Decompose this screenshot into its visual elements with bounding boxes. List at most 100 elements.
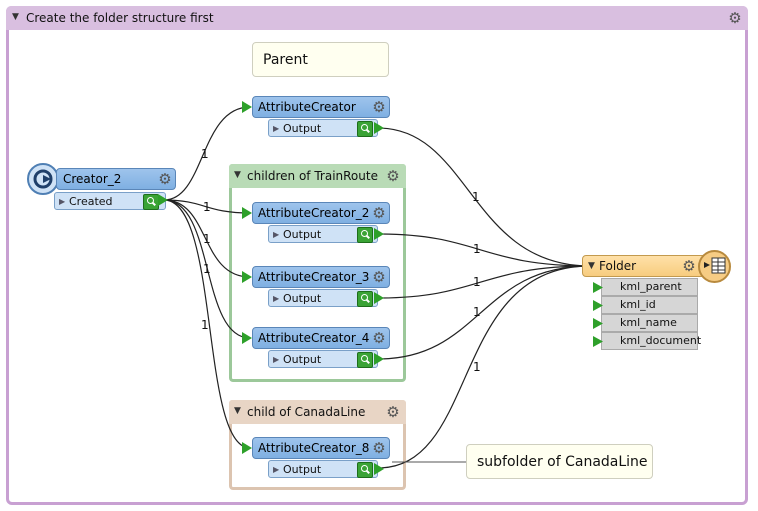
port-label: Output — [283, 353, 322, 366]
connection-count: 1 — [473, 305, 481, 319]
output-arrow-icon[interactable] — [374, 353, 384, 365]
gear-icon[interactable]: ⚙ — [372, 98, 386, 116]
port-triangle-icon: ▶ — [59, 197, 66, 206]
port-label: Output — [283, 228, 322, 241]
bookmark-train-route-title: children of TrainRoute — [247, 169, 378, 183]
connection-count: 1 — [203, 200, 211, 214]
transformer-attributecreator[interactable]: AttributeCreator ⚙ — [252, 96, 390, 118]
magnifier-icon[interactable] — [357, 291, 373, 307]
transformer-attributecreator-3[interactable]: AttributeCreator_3 ⚙ — [252, 266, 390, 288]
connection-line — [163, 199, 251, 449]
output-port[interactable]: ▶ Output — [268, 225, 378, 243]
connection-count: 1 — [203, 232, 211, 246]
transformer-attributecreator-8[interactable]: AttributeCreator_8 ⚙ — [252, 437, 390, 459]
collapse-triangle-icon[interactable]: ▼ — [588, 261, 595, 271]
magnifier-icon[interactable] — [357, 352, 373, 368]
table-writer-icon[interactable] — [698, 250, 731, 283]
magnifier-icon[interactable] — [357, 227, 373, 243]
transformer-attributecreator-2[interactable]: AttributeCreator_2 ⚙ — [252, 202, 390, 224]
transformer-name: AttributeCreator_3 — [258, 270, 370, 284]
bookmark-main-header[interactable]: ▼ Create the folder structure first ⚙ — [6, 6, 748, 30]
writer-attribute[interactable]: kml_parent — [593, 278, 698, 296]
connection-count: 1 — [472, 190, 480, 204]
collapse-triangle-icon[interactable]: ▼ — [234, 170, 241, 180]
writer-name: Folder — [599, 259, 637, 273]
connection-line — [377, 265, 591, 469]
port-label: Output — [283, 292, 322, 305]
output-arrow-icon[interactable] — [374, 122, 384, 134]
port-triangle-icon: ▶ — [273, 124, 280, 133]
port-triangle-icon: ▶ — [273, 355, 280, 364]
connection-count: 1 — [473, 242, 481, 256]
output-arrow-icon[interactable] — [158, 194, 168, 206]
writer-attribute[interactable]: kml_name — [593, 314, 698, 332]
gear-icon[interactable]: ⚙ — [728, 9, 742, 27]
connection-count: 1 — [201, 318, 209, 332]
magnifier-icon[interactable] — [357, 121, 373, 137]
writer-attribute[interactable]: kml_id — [593, 296, 698, 314]
input-arrow-icon[interactable] — [242, 332, 252, 344]
gear-icon[interactable]: ⚙ — [372, 329, 386, 347]
output-port[interactable]: ▶ Output — [268, 289, 378, 307]
input-arrow-icon[interactable] — [242, 271, 252, 283]
bookmark-canada-line-title: child of CanadaLine — [247, 405, 366, 419]
gear-icon[interactable]: ⚙ — [386, 167, 400, 185]
port-label: Output — [283, 122, 322, 135]
bookmark-main-title: Create the folder structure first — [26, 11, 214, 25]
attribute-label: kml_document — [620, 334, 702, 347]
transformer-creator[interactable]: Creator_2 ⚙ — [56, 168, 176, 190]
attribute-label: kml_parent — [620, 280, 682, 293]
output-port[interactable]: ▶ Output — [268, 350, 378, 368]
annotation-parent[interactable]: Parent — [252, 42, 389, 77]
connection-line — [377, 265, 591, 299]
connection-line — [163, 199, 251, 214]
transformer-name: AttributeCreator_4 — [258, 331, 370, 345]
gear-icon[interactable]: ⚙ — [372, 439, 386, 457]
input-arrow-icon — [593, 336, 603, 347]
bookmark-train-route-header[interactable]: ▼ children of TrainRoute ⚙ — [229, 164, 406, 188]
annotation-text: Parent — [263, 52, 308, 68]
connection-line — [377, 233, 591, 267]
output-arrow-icon[interactable] — [374, 463, 384, 475]
connection-count: 1 — [473, 360, 481, 374]
output-arrow-icon[interactable] — [374, 228, 384, 240]
bookmark-canada-line-header[interactable]: ▼ child of CanadaLine ⚙ — [229, 400, 406, 424]
input-arrow-icon — [593, 318, 603, 329]
connection-line — [377, 265, 591, 360]
annotation-subfolder[interactable]: subfolder of CanadaLine — [466, 444, 653, 479]
connection-count: 1 — [473, 275, 481, 289]
gear-icon[interactable]: ⚙ — [682, 257, 696, 275]
collapse-triangle-icon[interactable]: ▼ — [234, 406, 241, 416]
gear-icon[interactable]: ⚙ — [158, 170, 172, 188]
transformer-name: AttributeCreator — [258, 100, 356, 114]
port-label: Created — [69, 195, 113, 208]
gear-icon[interactable]: ⚙ — [372, 268, 386, 286]
output-arrow-icon[interactable] — [374, 292, 384, 304]
transformer-name: AttributeCreator_2 — [258, 206, 370, 220]
magnifier-icon[interactable] — [357, 462, 373, 478]
port-triangle-icon: ▶ — [273, 465, 280, 474]
transformer-name: AttributeCreator_8 — [258, 441, 370, 455]
input-arrow-icon[interactable] — [242, 442, 252, 454]
connection-line — [163, 199, 251, 339]
connection-line — [163, 106, 251, 201]
attribute-label: kml_name — [620, 316, 677, 329]
attribute-label: kml_id — [620, 298, 656, 311]
output-port[interactable]: ▶ Output — [268, 119, 378, 137]
input-arrow-icon[interactable] — [242, 101, 252, 113]
connection-line — [163, 199, 251, 278]
output-port-created[interactable]: ▶ Created — [54, 192, 166, 210]
output-port[interactable]: ▶ Output — [268, 460, 378, 478]
creator-icon[interactable] — [27, 163, 59, 195]
collapse-triangle-icon[interactable]: ▼ — [12, 12, 19, 22]
writer-attribute[interactable]: kml_document — [593, 332, 702, 350]
writer-folder[interactable]: ▼ Folder ⚙ — [582, 255, 706, 277]
transformer-attributecreator-4[interactable]: AttributeCreator_4 ⚙ — [252, 327, 390, 349]
magnifier-icon[interactable] — [143, 194, 159, 210]
connection-line — [377, 127, 591, 267]
input-arrow-icon[interactable] — [242, 207, 252, 219]
gear-icon[interactable]: ⚙ — [372, 204, 386, 222]
input-arrow-icon — [593, 300, 603, 311]
gear-icon[interactable]: ⚙ — [386, 403, 400, 421]
